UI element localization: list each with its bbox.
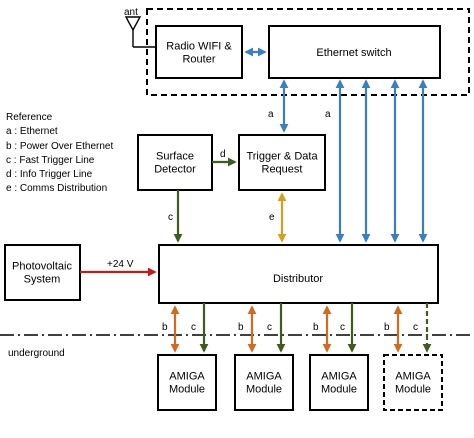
label-a-2: a xyxy=(325,109,331,120)
radio-router-box xyxy=(155,25,243,79)
label-b-3: b xyxy=(313,322,319,333)
underground-label: underground xyxy=(8,348,65,359)
label-c-2: c xyxy=(267,322,272,333)
distributor-label: Distributor xyxy=(273,273,323,285)
label-c-1: c xyxy=(191,322,196,333)
ethernet-switch-label: Ethernet switch xyxy=(316,47,391,59)
distributor-box xyxy=(158,244,439,304)
label-b-1: b xyxy=(162,322,168,333)
amiga-module-2 xyxy=(234,354,294,411)
trigger-data-box xyxy=(238,134,326,191)
reference-item-d: d : Info Trigger Line xyxy=(6,169,93,181)
reference-item-a: a : Ethernet xyxy=(6,126,58,138)
photovoltaic-box xyxy=(4,244,81,301)
reference-item-b: b : Power Over Ethernet xyxy=(6,140,114,152)
label-c: c xyxy=(168,212,173,223)
label-c-4: c xyxy=(413,322,418,333)
surface-detector-box xyxy=(137,134,213,191)
reference-legend: Reference a : Ethernet b : Power Over Et… xyxy=(6,111,113,197)
label-d: d xyxy=(220,149,226,160)
label-a: a xyxy=(268,109,274,120)
reference-item-e: e : Comms Distribution xyxy=(6,183,108,195)
reference-item-c: c : Fast Trigger Line xyxy=(6,154,95,166)
label-e: e xyxy=(269,212,275,223)
radio-router-label: Radio WIFI &Router xyxy=(166,41,232,66)
label-b-2: b xyxy=(238,322,244,333)
ethernet-switch-box xyxy=(268,25,441,79)
label-c-3: c xyxy=(340,322,345,333)
antenna-icon xyxy=(124,16,156,48)
amiga-module-4-dashed xyxy=(383,354,443,411)
reference-title: Reference xyxy=(6,112,53,123)
amiga-module-3 xyxy=(309,354,369,411)
power-label: +24 V xyxy=(107,259,134,270)
antenna-label: ant xyxy=(124,7,138,18)
enclosure-dashed xyxy=(146,8,470,96)
label-b-4: b xyxy=(384,322,390,333)
amiga-module-1 xyxy=(157,354,217,411)
